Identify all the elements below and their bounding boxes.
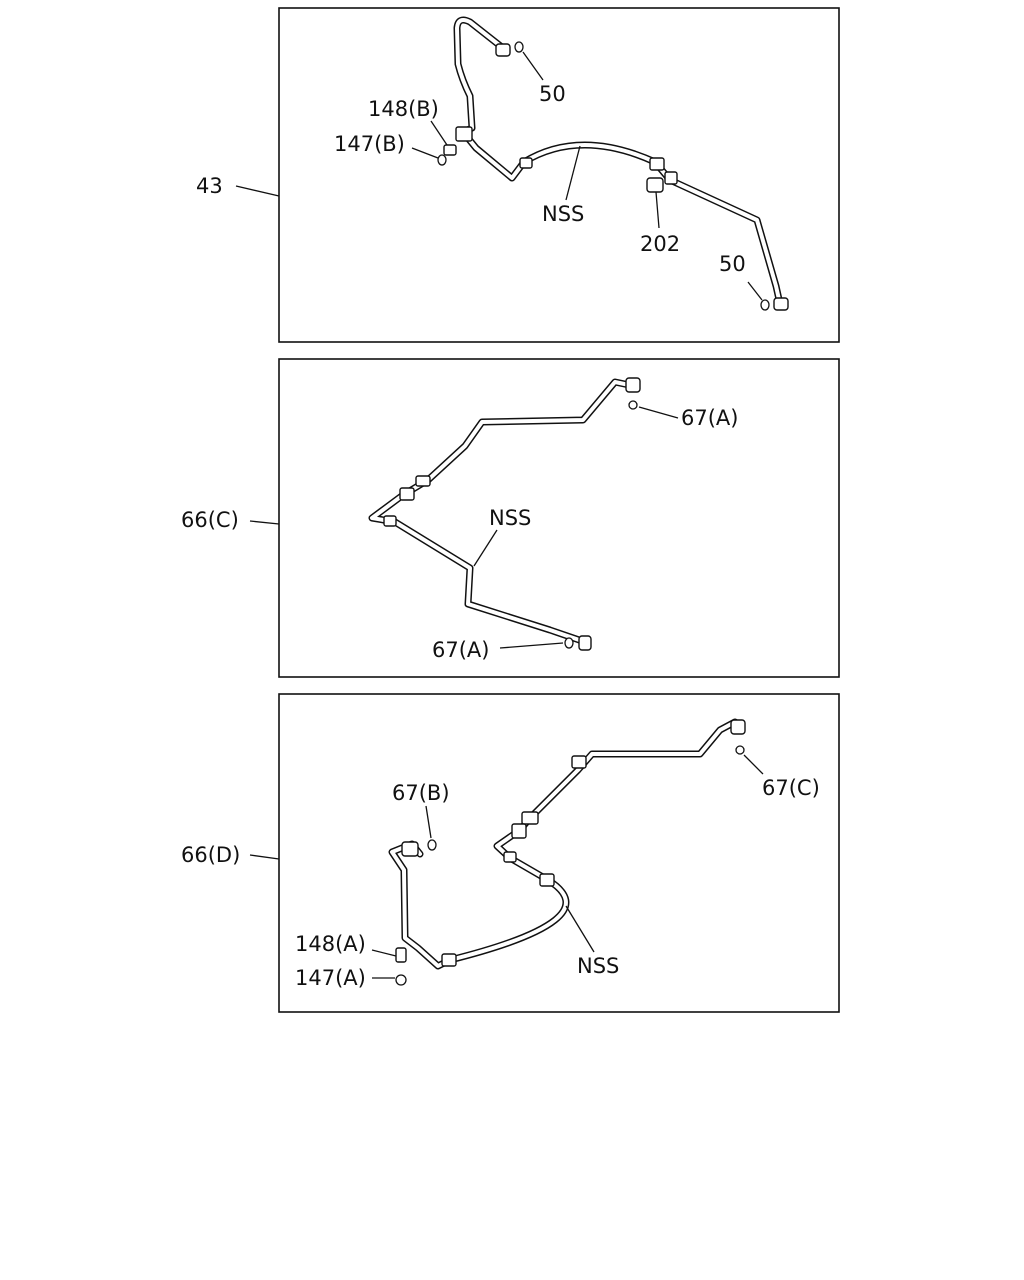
- collar-66c-a: [415, 475, 431, 487]
- panel-43-frame: [278, 7, 840, 343]
- panel-66d-ref: 66(D): [181, 843, 240, 867]
- panel-43-ref-leader: [235, 185, 280, 197]
- panel-66c: 66(C) 67(A) NSS 67(A): [181, 358, 840, 678]
- leader-nss-43: [565, 145, 581, 201]
- hose-43-bore: [455, 18, 782, 306]
- panel-66c-ref: 66(C): [181, 508, 239, 532]
- label-nss-66d: NSS: [577, 954, 619, 978]
- label-147a: 147(A): [295, 966, 366, 990]
- panel-66d: 66(D) 67(B) 67(C) 148(A) 147(A) NSS: [181, 693, 840, 1013]
- label-148a: 148(A): [295, 932, 366, 956]
- fitting-66d-right: [730, 719, 746, 735]
- washer-147b: [437, 154, 447, 166]
- oring-67a-bottom: [564, 637, 574, 649]
- leader-202: [655, 191, 660, 229]
- bracket-66d: [511, 823, 527, 839]
- oring-67a-top: [628, 400, 638, 410]
- leader-nss-66c: [473, 529, 498, 567]
- leader-67b: [425, 805, 432, 839]
- fitting-66c-top: [625, 377, 641, 393]
- oring-50-bottom: [760, 299, 770, 311]
- bracket-66c: [399, 487, 415, 501]
- leader-67c: [743, 754, 764, 775]
- hose-43: [437, 16, 789, 311]
- fitting-43-joint: [455, 126, 473, 142]
- oring-50-top: [514, 41, 524, 53]
- label-148b: 148(B): [368, 97, 439, 121]
- collar-66d-d: [539, 873, 555, 887]
- collar-66c-b: [383, 515, 397, 527]
- label-147b: 147(B): [334, 132, 405, 156]
- leader-67a-bottom: [499, 642, 564, 649]
- bolt-148a: [395, 947, 407, 963]
- leader-147b: [411, 147, 439, 159]
- panel-66c-ref-leader: [249, 520, 280, 525]
- collar-43-c: [664, 171, 678, 185]
- leader-67a-top: [638, 406, 679, 419]
- label-nss-43: NSS: [542, 202, 584, 226]
- leader-50-top: [522, 51, 544, 81]
- panel-66c-frame: [278, 358, 840, 678]
- leader-148b: [430, 120, 448, 146]
- panel-66d-ref-leader: [249, 854, 280, 860]
- hose-66d: [388, 718, 746, 986]
- label-50-top: 50: [539, 82, 566, 106]
- label-67a-bottom: 67(A): [432, 638, 489, 662]
- panel-66d-frame: [278, 693, 840, 1013]
- washer-147a: [395, 974, 407, 986]
- leader-148a: [371, 949, 397, 957]
- fitting-66d-left: [401, 841, 419, 857]
- panel-43-ref: 43: [196, 174, 223, 198]
- collar-43-b: [649, 157, 665, 171]
- leader-nss-66d: [565, 905, 595, 953]
- switch-202: [646, 177, 664, 193]
- oring-67b: [427, 839, 437, 851]
- label-202: 202: [640, 232, 680, 256]
- collar-66d-b: [521, 811, 539, 825]
- hose-66d-bore: [390, 720, 742, 968]
- fitting-66c-bottom: [578, 635, 592, 651]
- label-67b: 67(B): [392, 781, 450, 805]
- hose-66c: [368, 377, 641, 651]
- label-67a-top: 67(A): [681, 406, 738, 430]
- panel-43: 43 148(B) 147(B) 50 NSS 202 50: [196, 7, 840, 343]
- leader-50-bottom: [747, 281, 763, 301]
- bolt-148b: [443, 144, 457, 156]
- label-67c: 67(C): [762, 776, 820, 800]
- label-50-bottom: 50: [719, 252, 746, 276]
- collar-66d-a: [571, 755, 587, 769]
- collar-43-a: [519, 157, 533, 169]
- collar-66d-c: [503, 851, 517, 863]
- oring-67c: [735, 745, 745, 755]
- collar-66d-e: [441, 953, 457, 967]
- fitting-43-bottom: [773, 297, 789, 311]
- hose-66d-outline: [388, 718, 744, 970]
- fitting-43-top: [495, 43, 511, 57]
- label-nss-66c: NSS: [489, 506, 531, 530]
